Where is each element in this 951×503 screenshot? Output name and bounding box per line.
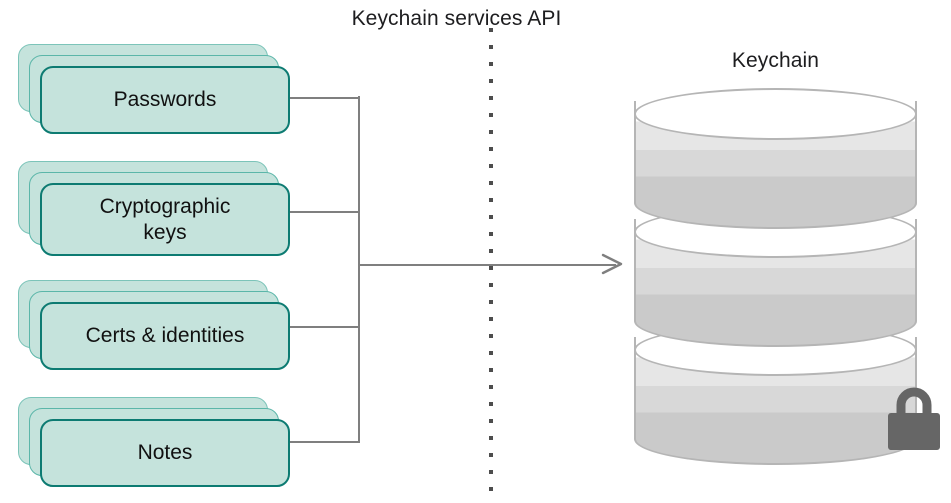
- source-label-notes: Notes: [137, 441, 193, 464]
- source-stack-certs-identities[interactable]: Certs & identities: [18, 280, 290, 370]
- card-front-layer[interactable]: Cryptographic keys: [40, 183, 290, 256]
- source-stack-notes[interactable]: Notes: [18, 397, 290, 487]
- source-label-cryptographic-keys: Cryptographic keys: [99, 194, 231, 244]
- source-stack-cryptographic-keys[interactable]: Cryptographic keys: [18, 161, 290, 256]
- source-label-certs-identities: Certs & identities: [85, 324, 245, 347]
- keychain-title: Keychain: [731, 49, 820, 72]
- padlock-icon: [888, 387, 940, 450]
- connector-bus-vertical: [358, 96, 360, 442]
- source-stack-passwords[interactable]: Passwords: [18, 44, 290, 134]
- card-front-layer[interactable]: Notes: [40, 419, 290, 487]
- connector-line-notes: [290, 441, 360, 443]
- connector-line-certs-identities: [290, 326, 360, 328]
- api-title: Keychain services API: [351, 7, 562, 30]
- keychain-database-stack[interactable]: [634, 88, 917, 465]
- database-cylinder-top: [634, 88, 917, 229]
- source-label-passwords: Passwords: [113, 88, 217, 111]
- flow-arrow-line: [358, 264, 616, 266]
- card-front-layer[interactable]: Passwords: [40, 66, 290, 134]
- cylinder-top-ellipse: [634, 88, 917, 140]
- connector-line-cryptographic-keys: [290, 211, 360, 213]
- dotted-vertical-line-icon: [489, 28, 493, 503]
- arrow-right-icon: [601, 253, 623, 275]
- card-front-layer[interactable]: Certs & identities: [40, 302, 290, 370]
- connector-line-passwords: [290, 97, 360, 99]
